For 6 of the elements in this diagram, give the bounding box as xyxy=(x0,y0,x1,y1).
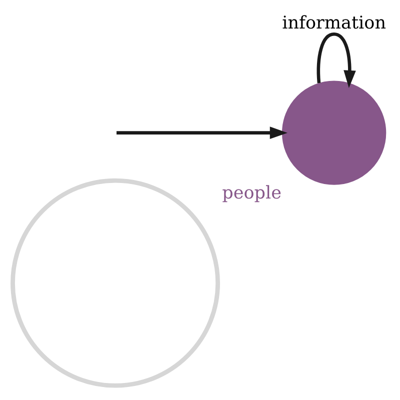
node-label: people xyxy=(222,183,282,204)
edge-label: information xyxy=(282,13,386,34)
arrow xyxy=(316,32,356,88)
node-circle xyxy=(282,80,386,185)
arrow xyxy=(116,126,288,139)
node-circle xyxy=(10,178,220,388)
